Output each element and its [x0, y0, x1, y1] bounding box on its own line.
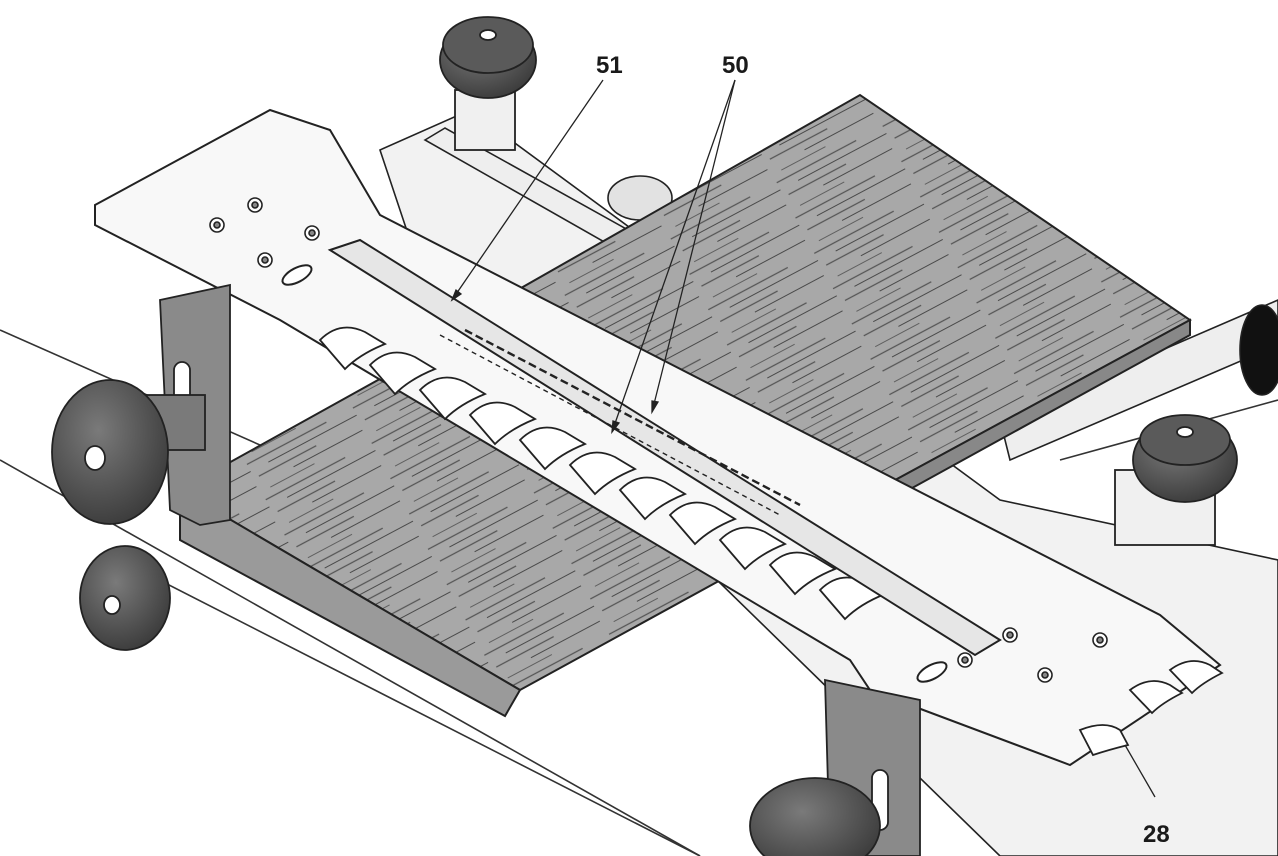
dovetail-template	[94, 108, 1224, 767]
knob-left-upper	[51, 379, 206, 525]
knob-top-left	[439, 16, 537, 151]
callout-50: 50	[722, 52, 749, 79]
knob-left-lower	[79, 545, 171, 651]
callout-51: 51	[596, 52, 623, 79]
right-guide-rod	[999, 299, 1278, 462]
knob-right	[1114, 414, 1238, 546]
callout-28: 28	[1143, 821, 1170, 848]
leader-lines	[450, 79, 1156, 798]
knob-bottom	[749, 777, 881, 856]
marking-lines	[439, 328, 801, 516]
